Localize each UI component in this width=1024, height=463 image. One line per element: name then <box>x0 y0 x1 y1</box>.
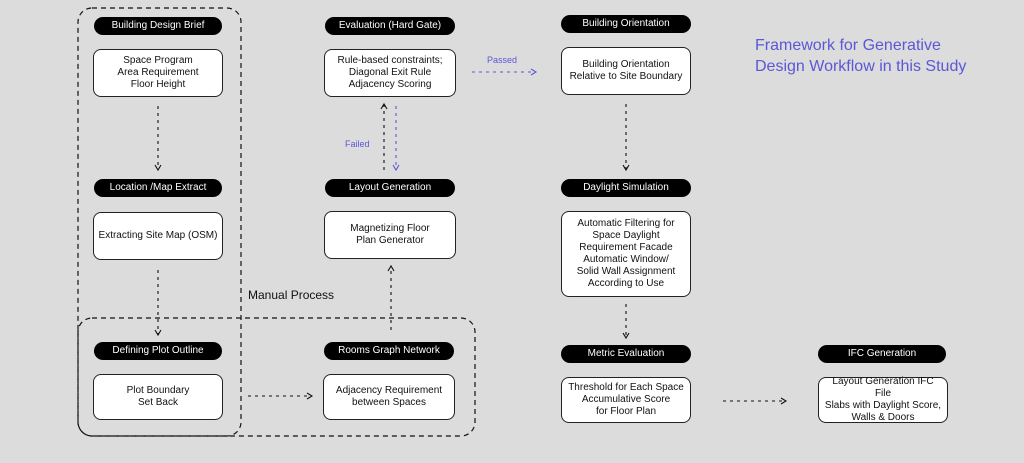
manual-process-label: Manual Process <box>248 288 335 302</box>
stage-pill-rooms-graph-network: Rooms Graph Network <box>324 342 454 360</box>
stage-box-building-design-brief: Space Program Area Requirement Floor Hei… <box>93 49 223 97</box>
stage-box-ifc-generation: Layout Generation IFC File Slabs with Da… <box>818 376 948 423</box>
stage-box-defining-plot-outline: Plot Boundary Set Back <box>93 374 223 420</box>
stage-box-rooms-graph-network: Adjacency Requirement between Spaces <box>323 374 455 420</box>
stage-pill-daylight-simulation: Daylight Simulation <box>561 179 691 197</box>
manual-region-bottom <box>77 317 476 437</box>
edge-label-failed: Failed <box>345 139 370 149</box>
stage-pill-metric-evaluation: Metric Evaluation <box>561 345 691 363</box>
stage-text-daylight-simulation: Automatic Filtering for Space Daylight R… <box>576 218 676 289</box>
stage-pill-defining-plot-outline: Defining Plot Outline <box>94 342 222 360</box>
edge-label-passed: Passed <box>487 55 518 65</box>
stage-pill-building-design-brief: Building Design Brief <box>94 17 222 35</box>
stage-text-building-orientation: Building Orientation Relative to Site Bo… <box>569 59 683 82</box>
stage-text-rooms-graph-network: Adjacency Requirement between Spaces <box>335 385 443 408</box>
stage-pill-building-orientation: Building Orientation <box>561 15 691 33</box>
stage-box-location-map-extract: Extracting Site Map (OSM) <box>93 212 223 260</box>
stage-text-evaluation: Rule-based constraints; Diagonal Exit Ru… <box>337 55 443 90</box>
stage-text-ifc-generation: Layout Generation IFC File Slabs with Da… <box>824 376 942 423</box>
stage-box-evaluation: Rule-based constraints; Diagonal Exit Ru… <box>324 49 456 97</box>
stage-pill-layout-generation: Layout Generation <box>325 179 455 197</box>
stage-box-building-orientation: Building Orientation Relative to Site Bo… <box>561 47 691 95</box>
stage-text-metric-evaluation: Threshold for Each Space Accumulative Sc… <box>568 382 684 417</box>
stage-box-layout-generation: Magnetizing Floor Plan Generator <box>324 211 456 259</box>
stage-text-defining-plot-outline: Plot Boundary Set Back <box>126 385 190 408</box>
stage-pill-evaluation: Evaluation (Hard Gate) <box>325 17 455 35</box>
stage-pill-ifc-generation: IFC Generation <box>818 345 946 363</box>
diagram-title: Framework for Generative Design Workflow… <box>755 37 967 75</box>
stage-text-building-design-brief: Space Program Area Requirement Floor Hei… <box>117 55 199 90</box>
stage-pill-location-map-extract: Location /Map Extract <box>94 179 222 197</box>
stage-text-layout-generation: Magnetizing Floor Plan Generator <box>350 223 430 246</box>
manual-region-left <box>77 7 242 437</box>
stage-box-daylight-simulation: Automatic Filtering for Space Daylight R… <box>561 211 691 297</box>
stage-text-location-map-extract: Extracting Site Map (OSM) <box>98 230 218 241</box>
stage-box-metric-evaluation: Threshold for Each Space Accumulative Sc… <box>561 377 691 423</box>
